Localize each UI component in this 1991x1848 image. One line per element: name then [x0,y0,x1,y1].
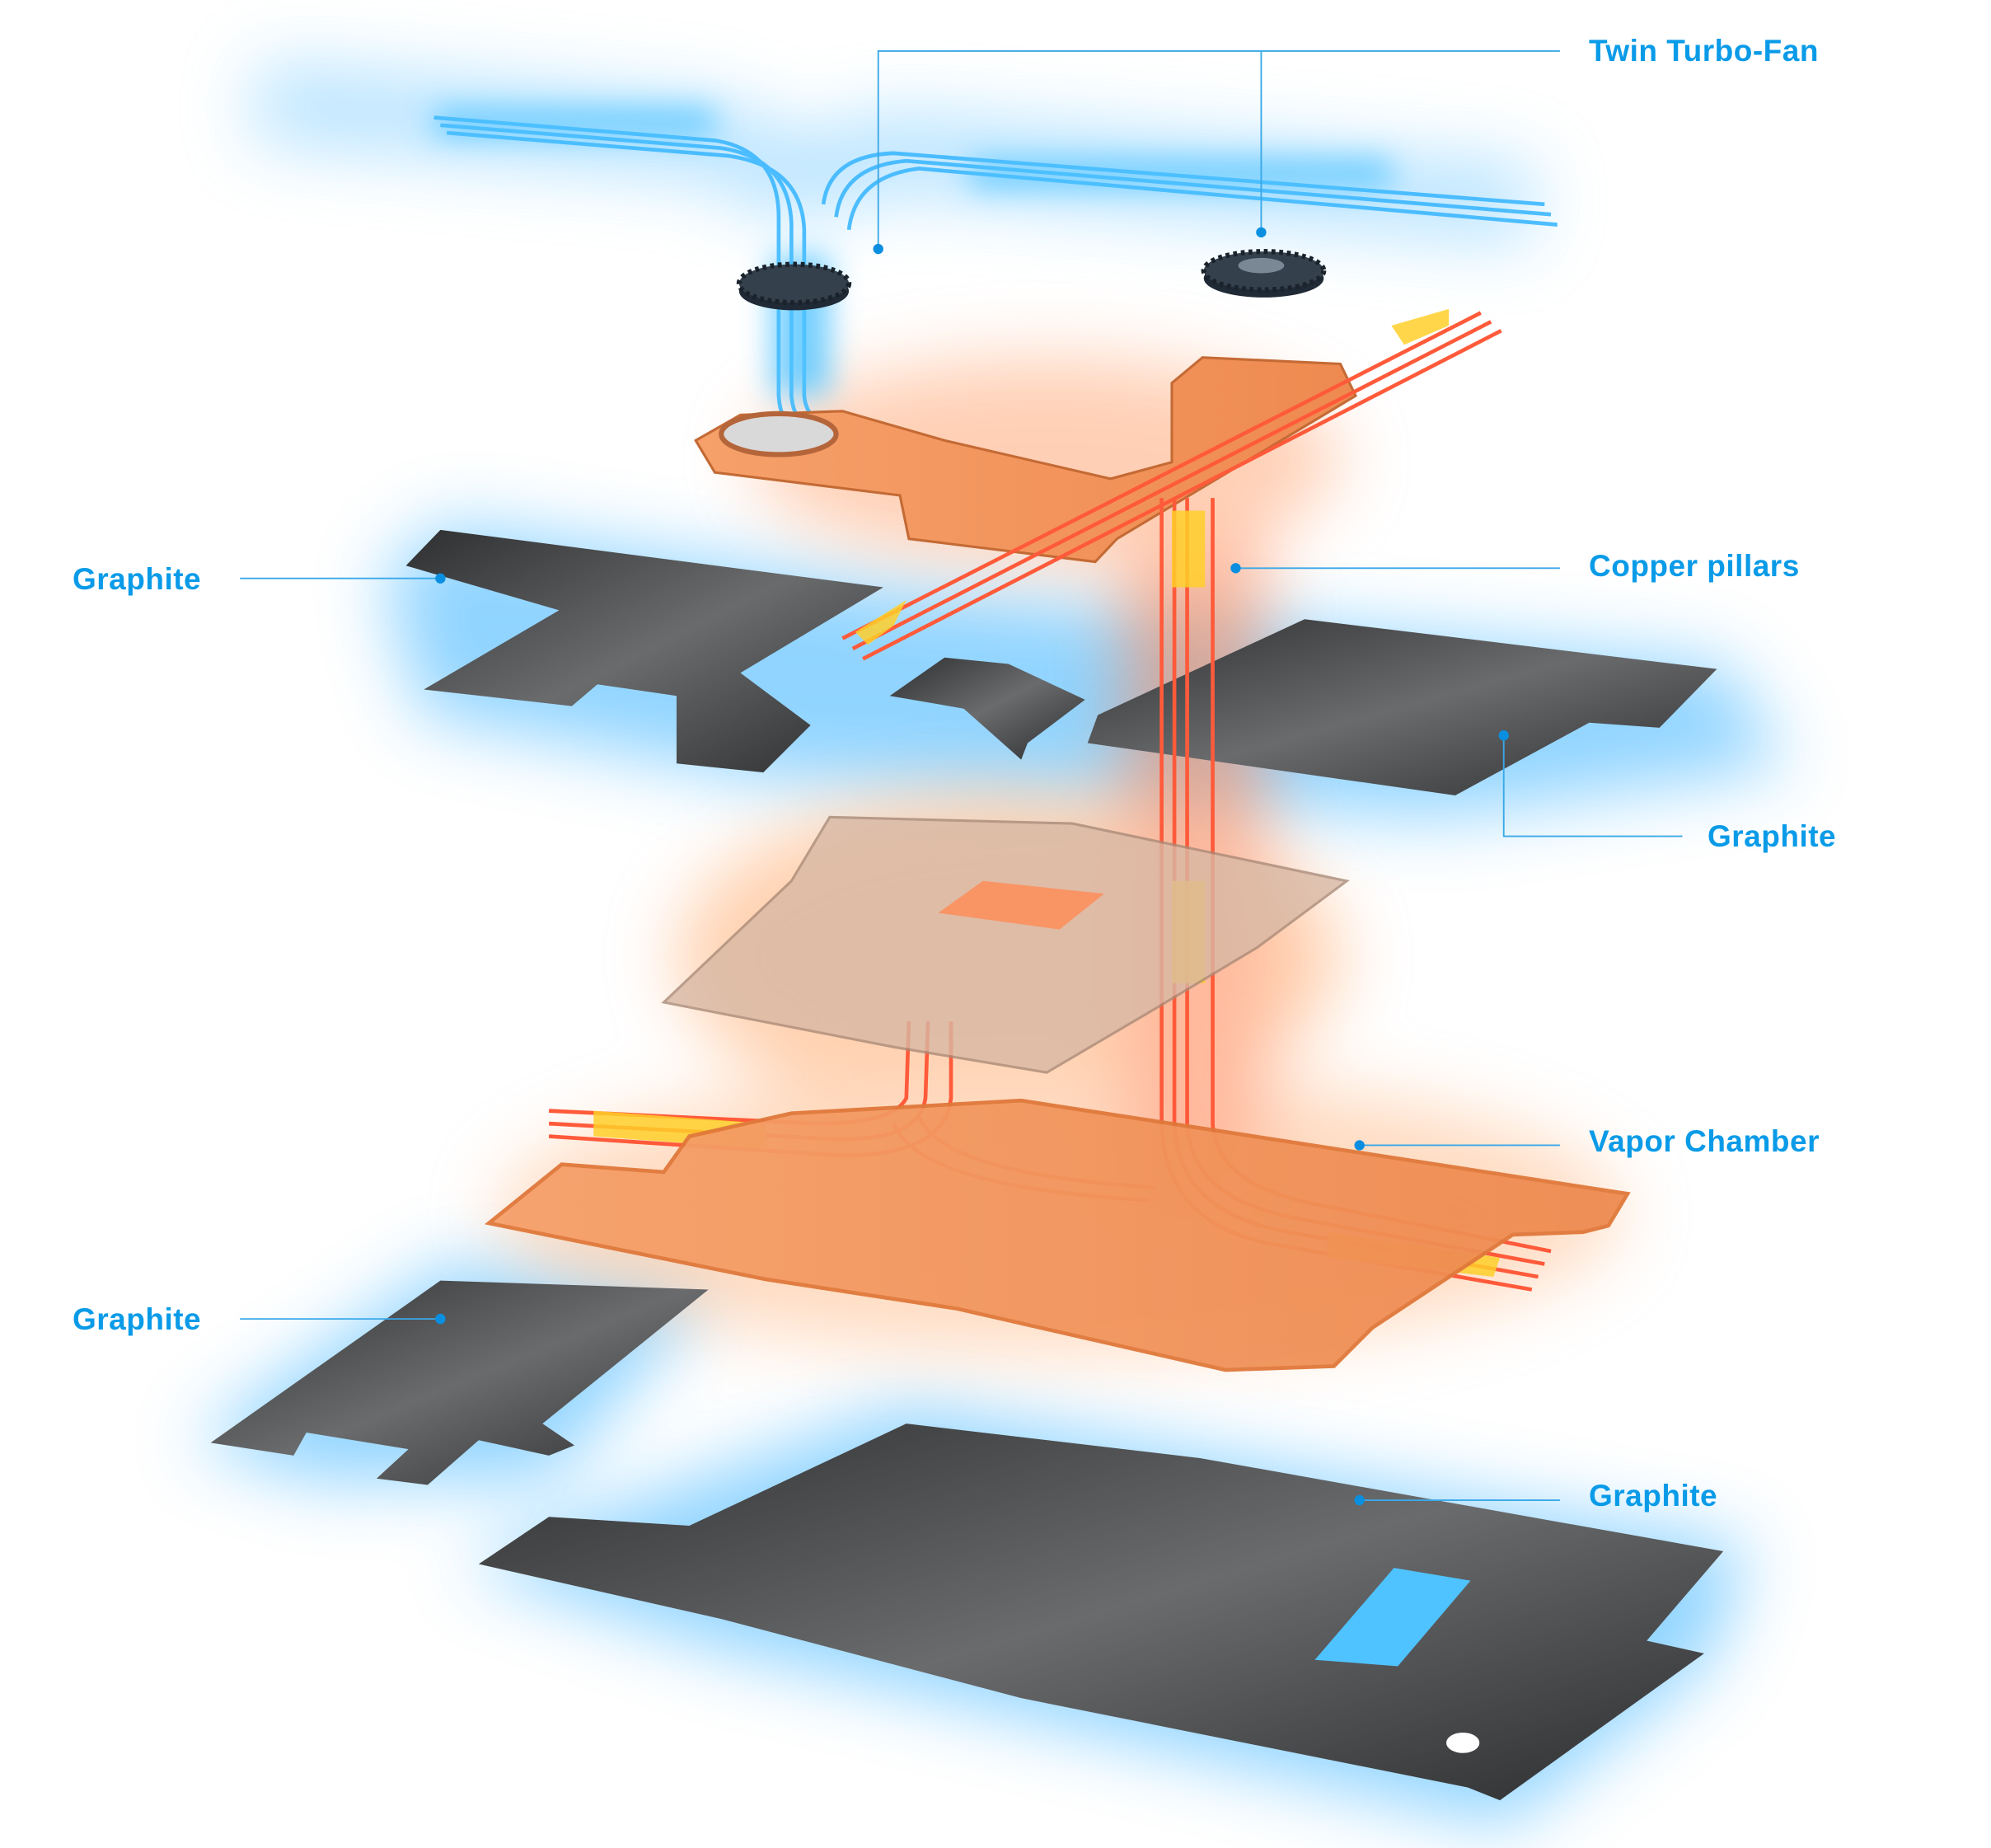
label-twin-turbo-fan: Twin Turbo-Fan [1589,34,1819,68]
callout-dots [435,227,1509,1506]
motherboard [661,815,1350,1074]
label-graphite-bottom: Graphite [1589,1479,1718,1513]
graphite-sheet-bottom [478,1424,1724,1801]
graphite-sheet-lower-left [210,1280,709,1485]
label-graphite-top-left: Graphite [73,562,202,596]
graphite-cutout-window [1314,1568,1471,1667]
label-graphite-lower-left: Graphite [73,1302,202,1336]
fan-mount-ring [719,410,839,457]
fan-right [1201,249,1327,298]
processor-chip [938,880,1104,930]
label-copper-pillars: Copper pillars [1589,549,1800,583]
graphite-sheet-small [889,657,1085,760]
copper-heatsink [694,356,1358,564]
graphite-sheet-mid-right [1087,619,1717,796]
label-graphite-mid-right: Graphite [1708,819,1837,853]
vapor-chamber [484,1098,1631,1372]
graphite-hole [1446,1732,1480,1753]
callout-lines [240,50,1683,1502]
label-vapor-chamber: Vapor Chamber [1589,1124,1820,1158]
graphite-sheet-top-left [405,529,883,773]
fan-left [736,261,852,311]
